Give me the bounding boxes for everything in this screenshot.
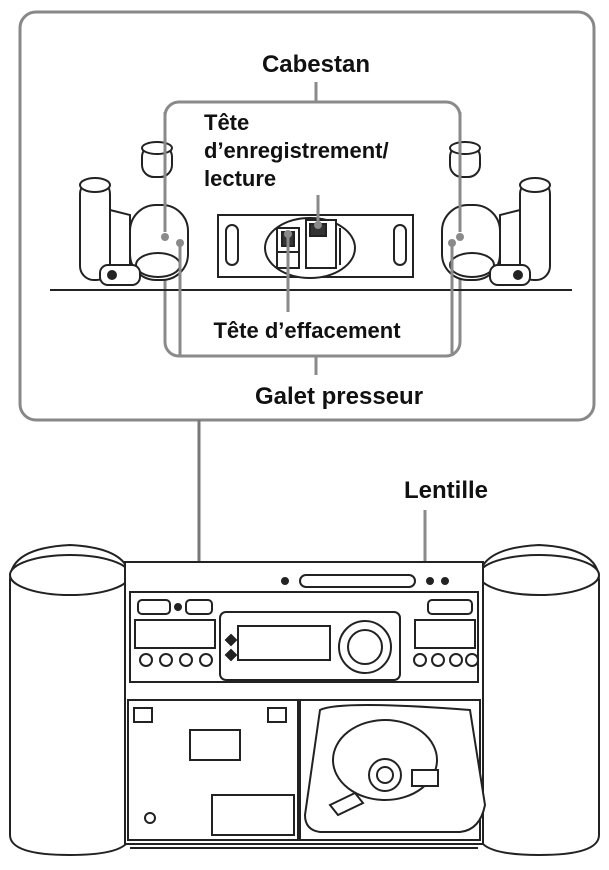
cd-laser-lens (411, 769, 439, 787)
stereo-unit (9, 543, 600, 857)
knob-row-right (413, 653, 479, 667)
lcd-display (237, 625, 331, 661)
cassette-deck (127, 699, 299, 841)
label-pinch-roller: Galet presseur (255, 383, 423, 410)
label-record-head-line2: d’enregistrement/ (204, 138, 389, 163)
knob-row-left (139, 653, 213, 667)
record-playback-head (305, 219, 341, 269)
label-lens: Lentille (404, 477, 488, 504)
tape-deck-detail-panel: Cabestan Tête d’enregistrement/ lecture … (18, 10, 596, 422)
cd-tray (299, 699, 487, 841)
left-speaker (9, 543, 131, 857)
callout-dots (161, 221, 464, 247)
label-capstan: Cabestan (262, 51, 370, 78)
right-speaker (478, 543, 600, 857)
label-record-head-line3: lecture (204, 166, 276, 191)
right-capstan-assembly (441, 141, 551, 286)
label-erase-head: Tête d’effacement (213, 318, 401, 343)
callout-lines-deck (163, 82, 462, 375)
label-record-head-line1: Tête (204, 110, 249, 135)
top-button-strip (281, 574, 449, 588)
